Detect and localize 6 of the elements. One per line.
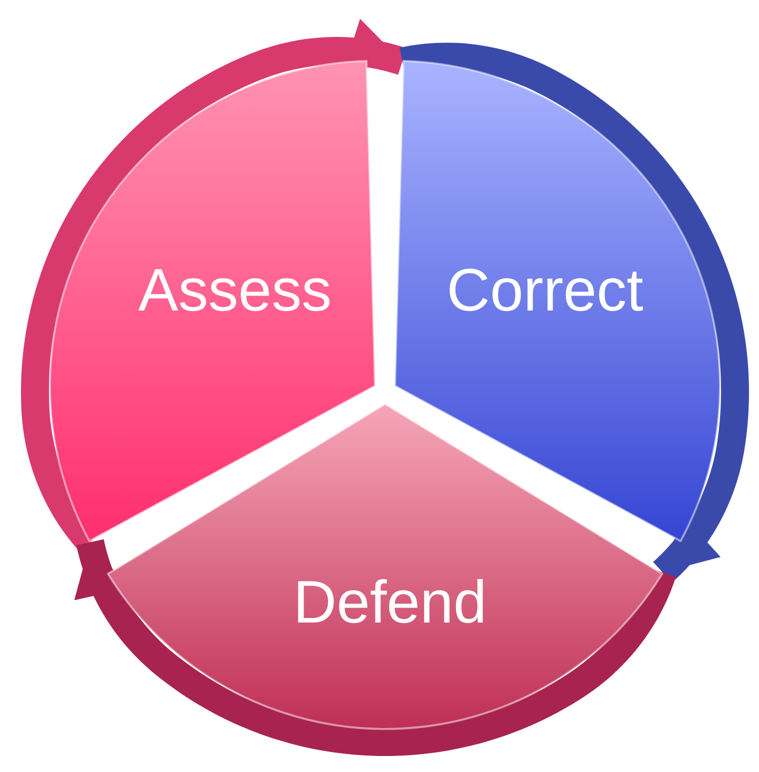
cycle-segment bbox=[395, 61, 720, 542]
cycle-segment bbox=[108, 404, 662, 729]
segment-label: Defend bbox=[293, 568, 487, 636]
cycle-segment bbox=[50, 61, 375, 542]
segment-label: Correct bbox=[446, 255, 644, 324]
segment-label: Assess bbox=[138, 255, 332, 324]
